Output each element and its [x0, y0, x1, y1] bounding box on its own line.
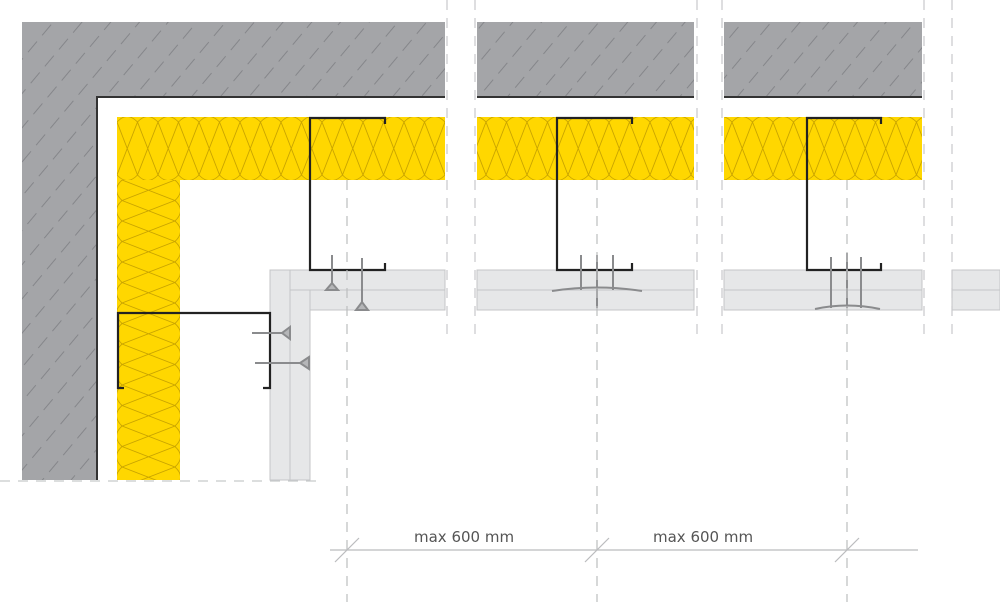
dimension-label-1: max 600 mm	[414, 528, 515, 546]
screws	[252, 253, 881, 371]
break-lines	[0, 0, 953, 482]
plasterboard-layers	[269, 269, 1000, 481]
stud-axis-lines	[346, 180, 848, 602]
dimension-line	[330, 537, 918, 563]
metal-c-profiles	[116, 116, 883, 390]
mineral-wool-insulation	[117, 117, 922, 480]
dimension-label-2: max 600 mm	[653, 528, 754, 546]
concrete-wall	[22, 22, 922, 480]
